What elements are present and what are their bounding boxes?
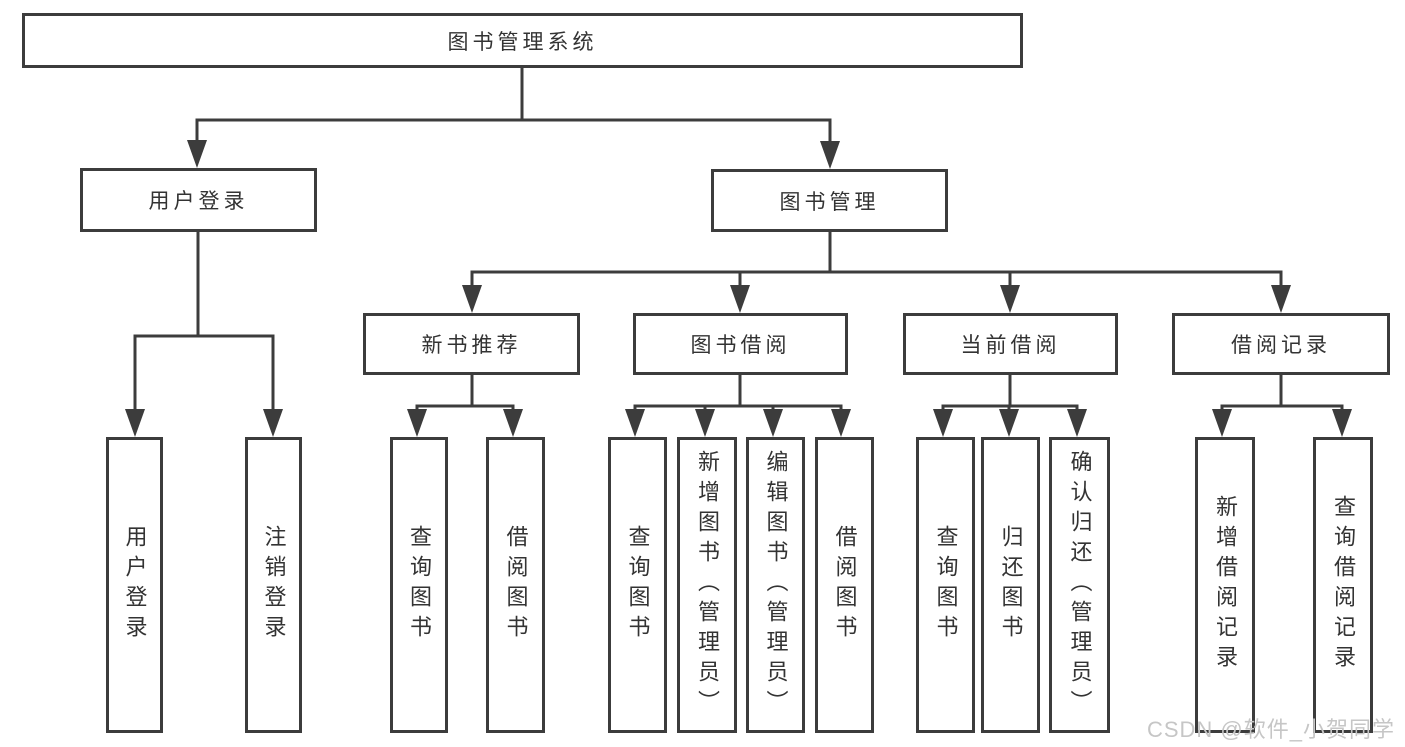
node-label: 借阅图书: [832, 525, 858, 645]
node-label: 用户登录: [148, 190, 249, 213]
node-current-borrow: 当前借阅: [903, 313, 1118, 375]
node-new-book-recommend: 新书推荐: [363, 313, 580, 375]
leaf-add-books-admin: 新增图书（管理员）: [677, 437, 737, 733]
leaf-user-login: 用户登录: [106, 437, 163, 733]
leaf-borrow-books: 借阅图书: [815, 437, 874, 733]
leaf-query-books-current: 查询图书: [916, 437, 975, 733]
node-borrow-records: 借阅记录: [1172, 313, 1390, 375]
leaf-edit-books-admin: 编辑图书（管理员）: [746, 437, 805, 733]
node-label: 归还图书: [998, 525, 1024, 645]
leaf-confirm-return-admin: 确认归还（管理员）: [1049, 437, 1110, 733]
leaf-logout: 注销登录: [245, 437, 302, 733]
node-label: 用户登录: [122, 525, 148, 645]
node-book-management: 图书管理: [711, 169, 948, 232]
node-label: 新书推荐: [421, 334, 522, 357]
node-label: 查询图书: [625, 525, 651, 645]
node-label: 图书借阅: [690, 334, 791, 357]
node-label: 借阅图书: [503, 525, 529, 645]
connector-current-borrow-to-leaves: [933, 375, 1087, 437]
node-book-borrow: 图书借阅: [633, 313, 848, 375]
leaf-add-borrow-record: 新增借阅记录: [1195, 437, 1255, 733]
node-label: 当前借阅: [960, 334, 1061, 357]
node-label: 图书管理系统: [447, 30, 598, 54]
node-label: 图书管理: [779, 190, 880, 214]
node-label: 查询借阅记录: [1331, 495, 1356, 675]
leaf-query-books-borrow: 查询图书: [608, 437, 667, 733]
connector-book-management-to-level3: [462, 232, 1291, 313]
node-user-login: 用户登录: [80, 168, 317, 232]
node-label: 新增借阅记录: [1213, 495, 1238, 675]
connector-new-books-to-leaves: [407, 375, 523, 437]
leaf-return-books: 归还图书: [981, 437, 1040, 733]
node-label: 新增图书（管理员）: [695, 450, 720, 720]
leaf-query-books-newbooks: 查询图书: [390, 437, 448, 733]
connector-user-login-to-leaves: [125, 232, 283, 437]
connector-borrow-records-to-leaves: [1212, 375, 1352, 437]
connector-book-borrow-to-leaves: [625, 375, 851, 437]
node-label: 查询图书: [407, 525, 432, 645]
node-library-management-system: 图书管理系统: [22, 13, 1023, 68]
node-label: 查询图书: [933, 525, 959, 645]
leaf-query-borrow-record: 查询借阅记录: [1313, 437, 1373, 733]
leaf-borrow-books-newbooks: 借阅图书: [486, 437, 545, 733]
node-label: 确认归还（管理员）: [1067, 450, 1093, 720]
node-label: 借阅记录: [1231, 334, 1331, 357]
node-label: 注销登录: [261, 525, 287, 645]
connector-root-to-level2: [187, 68, 840, 169]
node-label: 编辑图书（管理员）: [763, 450, 789, 720]
